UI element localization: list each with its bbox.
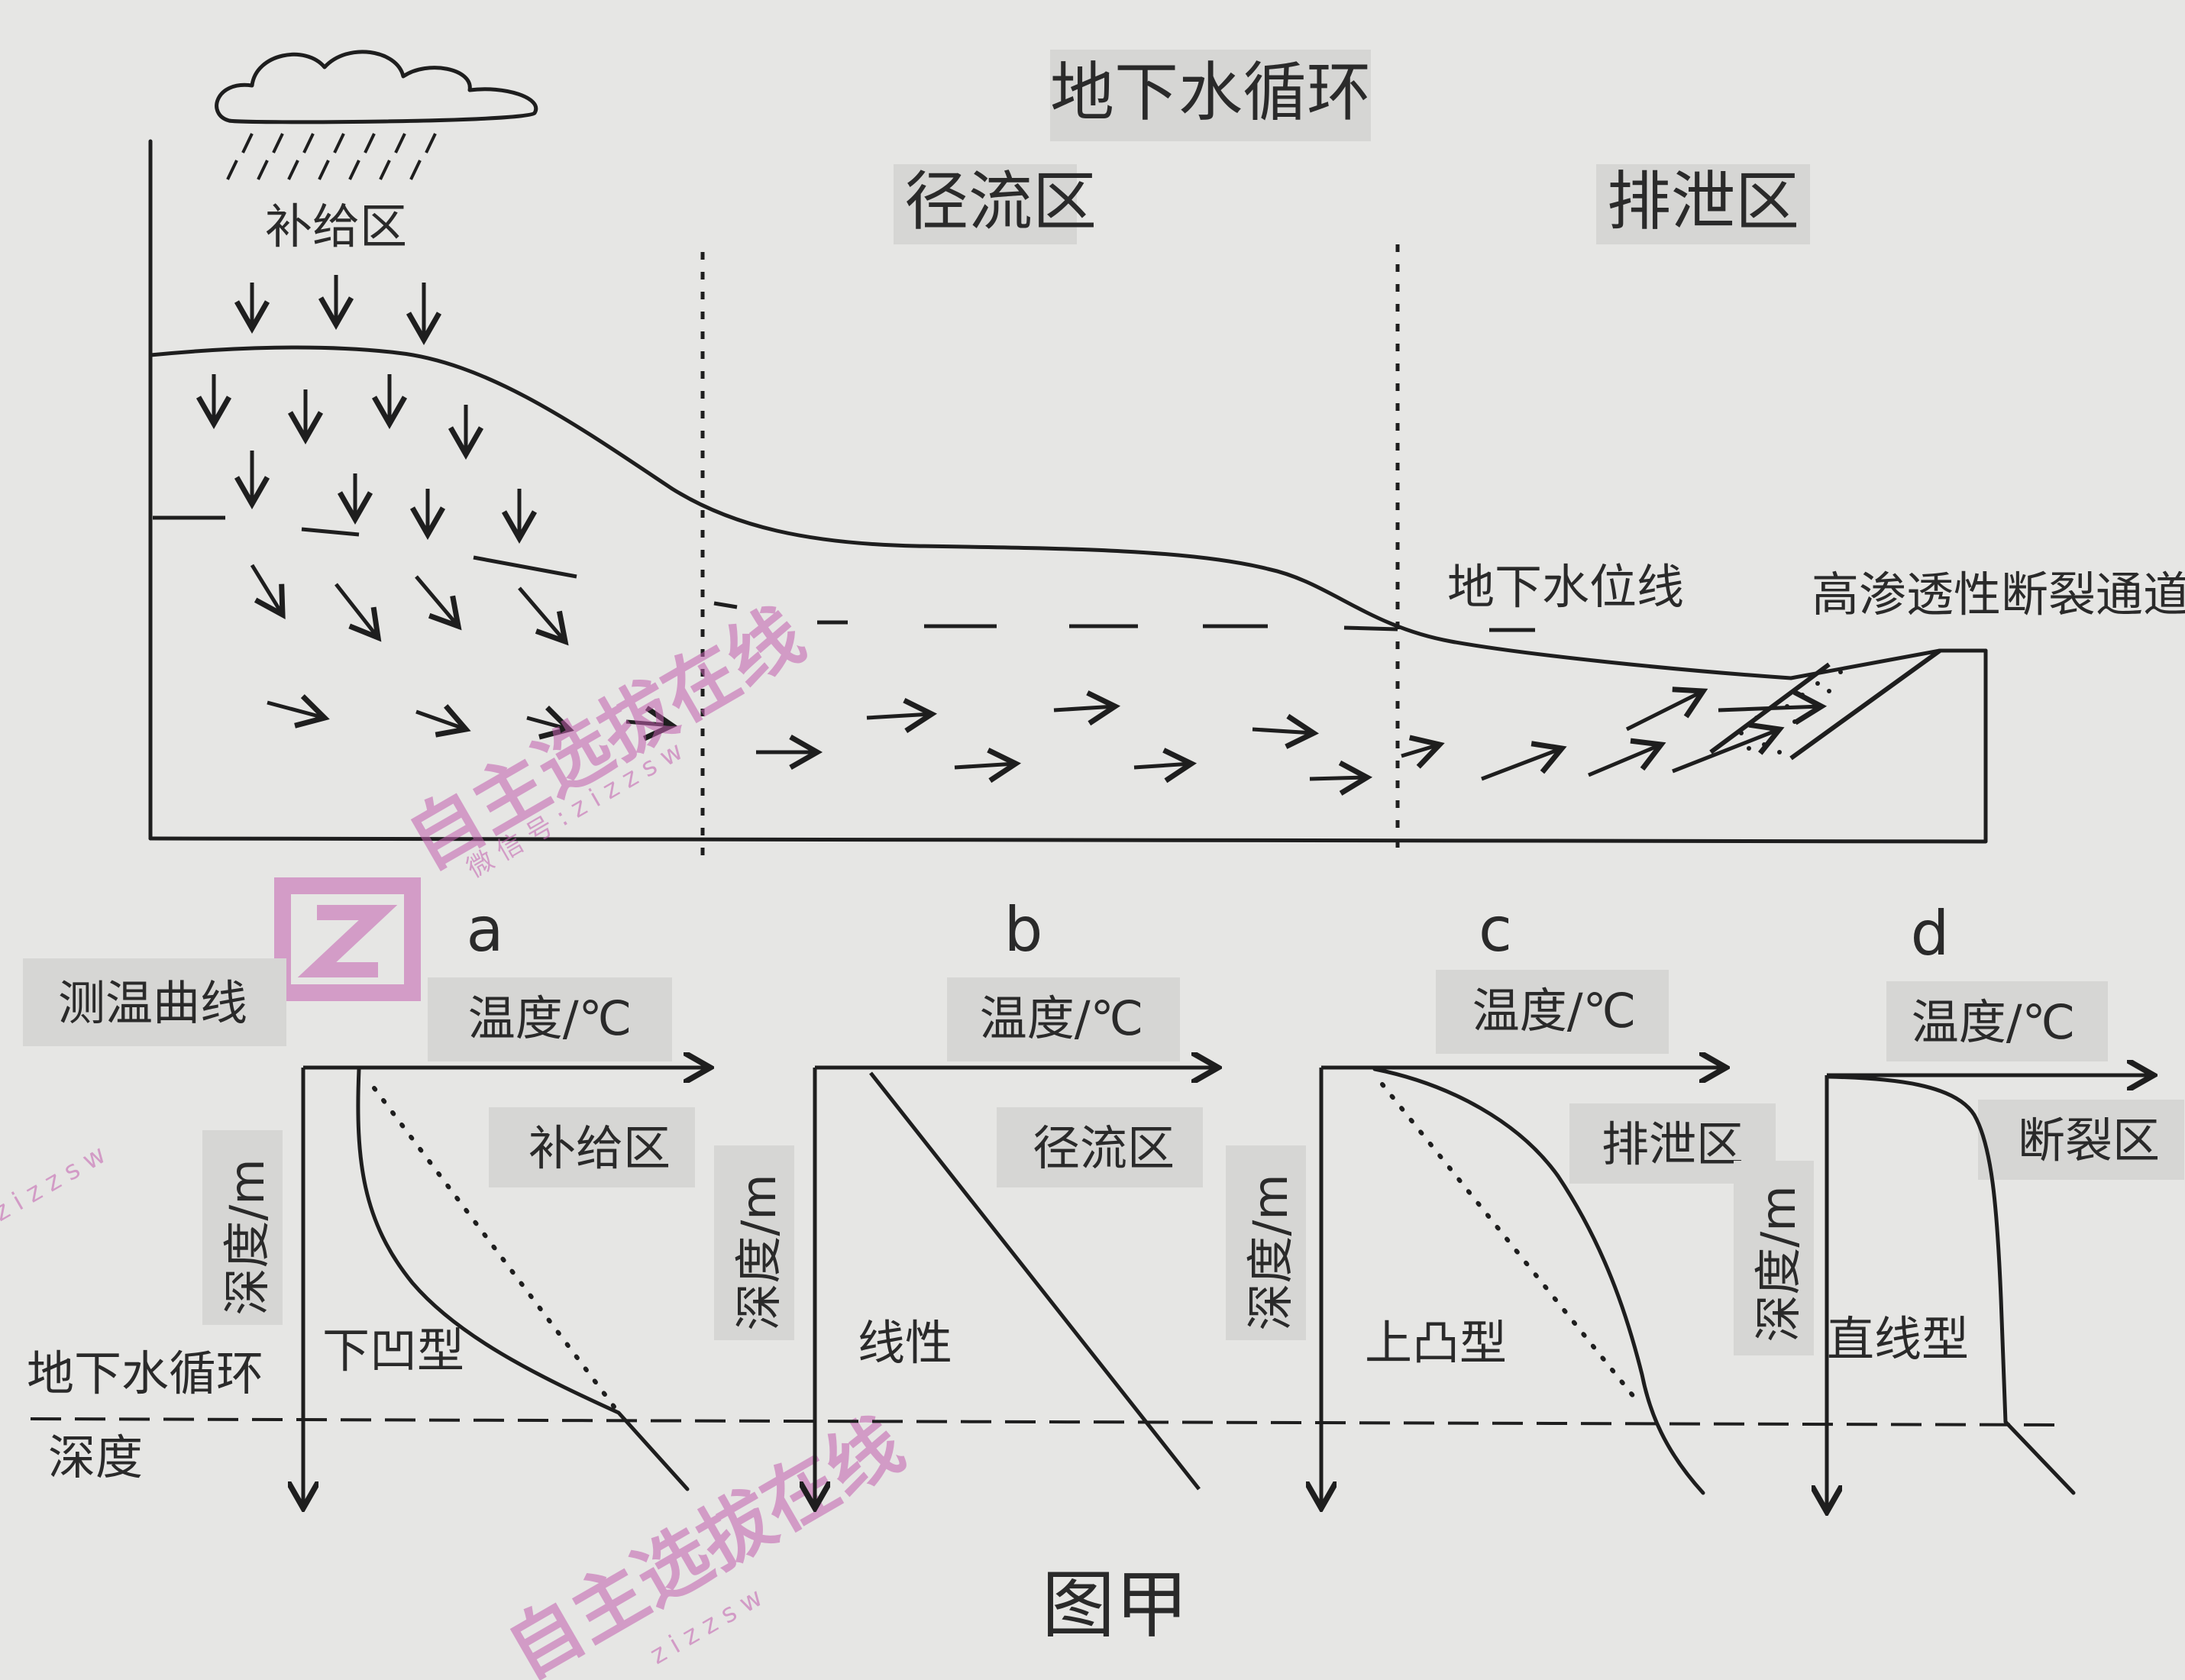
zone-label-discharge: 排泄区: [1607, 164, 1799, 239]
panel-b: b 温度/℃ 径流区 深度/m 线性: [714, 894, 1218, 1508]
panel-letter-b: b: [1004, 894, 1043, 965]
panel-b-curve: [869, 1071, 1201, 1491]
zone-label-recharge: 补给区: [265, 199, 407, 254]
panel-a-y-axis-label: 深度/m: [219, 1158, 275, 1315]
water-table-line: [153, 515, 1535, 632]
panel-b-curve-type: 线性: [858, 1315, 952, 1371]
panel-d: d 温度/℃ 断裂区 深度/m 直线型: [1734, 898, 2184, 1512]
diagram-title: 地下水循环: [1050, 55, 1371, 130]
panel-letter-d: d: [1911, 898, 1950, 969]
panel-a-curve: [356, 1067, 690, 1491]
panel-c: c 温度/℃ 排泄区 深度/m 上凸型: [1226, 894, 1776, 1508]
panel-d-zone-label: 断裂区: [2018, 1113, 2160, 1168]
watermark-sub-3: z i z z s w: [0, 1139, 111, 1228]
circulation-depth-label-1: 地下水循环: [27, 1346, 263, 1401]
panel-d-curve-type: 直线型: [1827, 1311, 1969, 1367]
panel-d-x-axis-label: 温度/℃: [1912, 994, 2076, 1050]
panel-a-zone-label: 补给区: [528, 1120, 671, 1176]
panel-c-dotted-line: [1380, 1082, 1637, 1400]
panel-d-curve: [1827, 1074, 2076, 1495]
cross-section: 地下水循环 径流区 排泄区 补给区: [148, 50, 2185, 859]
ground-surface-line: [148, 345, 1988, 680]
panel-a-curve-type: 下凹型: [322, 1323, 464, 1378]
panel-letter-c: c: [1479, 894, 1512, 965]
water-table-label: 地下水位线: [1447, 559, 1684, 615]
fault-label: 高渗透性断裂通道: [1812, 567, 2185, 622]
panel-c-curve: [1372, 1067, 1705, 1495]
panel-d-y-axis-label: 深度/m: [1750, 1185, 1806, 1342]
panel-c-x-axis-label: 温度/℃: [1472, 983, 1637, 1039]
rain-cloud-icon: [215, 50, 538, 180]
panel-b-y-axis-label: 深度/m: [731, 1174, 787, 1330]
watermark: 自主选拔在线 微 信 号 : z i z z s w 自主选拔在线 z i z …: [0, 592, 916, 1680]
panel-a-dotted-line: [372, 1086, 621, 1415]
panel-a: a 温度/℃ 补给区 深度/m 下凹型: [202, 894, 710, 1508]
section-label: 测温曲线: [58, 975, 247, 1031]
circulation-depth-line: [30, 1417, 2063, 1426]
flow-arrows: [196, 275, 1828, 796]
panel-b-x-axis-label: 温度/℃: [980, 990, 1144, 1046]
temperature-profiles: 测温曲线 地下水循环 深度 a 温度/℃ 补给区 深度/m 下凹型 b 温度/℃…: [23, 894, 2184, 1512]
watermark-text: 自主选拔在线: [394, 592, 818, 886]
panel-c-zone-label: 排泄区: [1602, 1116, 1744, 1172]
zone-label-runoff: 径流区: [904, 164, 1097, 239]
circulation-depth-label-2: 深度: [48, 1430, 143, 1485]
panel-letter-a: a: [466, 894, 503, 965]
figure-caption: 图甲: [1042, 1562, 1188, 1648]
panel-c-curve-type: 上凸型: [1365, 1315, 1507, 1371]
watermark-logo-icon: [274, 877, 421, 1001]
panel-b-zone-label: 径流区: [1033, 1120, 1175, 1176]
panel-c-y-axis-label: 深度/m: [1243, 1174, 1298, 1330]
panel-a-x-axis-label: 温度/℃: [468, 990, 632, 1046]
base-line: [148, 648, 1988, 844]
